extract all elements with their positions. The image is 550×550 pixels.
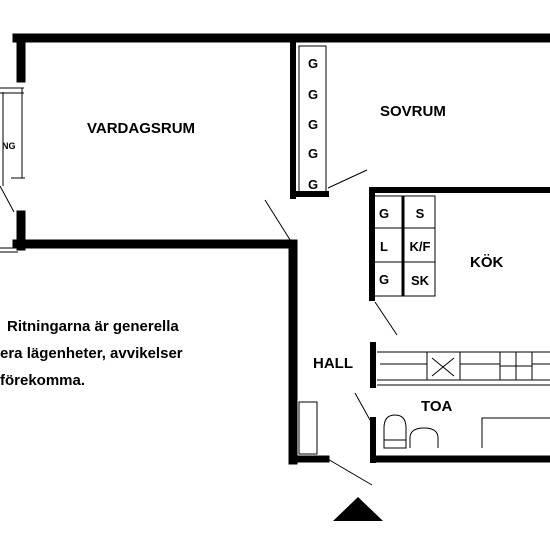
kitchen-unit-label: G: [378, 206, 390, 221]
balcony-door: [0, 87, 25, 253]
walls: [12, 33, 550, 465]
entrance-marker: [333, 497, 383, 521]
kitchen-unit-label: G: [378, 272, 390, 287]
wardrobe: [298, 45, 327, 195]
wardrobe-label: G: [307, 177, 319, 192]
kitchen-unit-label: L: [380, 239, 388, 254]
wardrobe-label: G: [307, 117, 319, 132]
disclaimer-line-2: era lägenheter, avvikelser: [0, 345, 183, 362]
hall-closet: [298, 401, 318, 455]
door-swings: [264, 169, 398, 486]
room-label-bedroom: SOVRUM: [380, 103, 446, 120]
toilet-fixtures: [383, 414, 550, 449]
wardrobe-label: G: [307, 146, 319, 161]
kitchen-counter: [377, 351, 550, 386]
room-label-hall: HALL: [313, 355, 353, 372]
wardrobe-label: G: [307, 56, 319, 71]
room-label-toilet: TOA: [421, 398, 453, 415]
room-label-living: VARDAGSRUM: [87, 120, 196, 137]
balcony-label-fragment: NG: [2, 141, 16, 151]
wardrobe-label: G: [307, 87, 319, 102]
kitchen-unit-label: S: [415, 206, 425, 221]
washbasin: [409, 427, 439, 448]
kitchen-unit-label: K/F: [409, 239, 431, 254]
kitchen-cabinets: [371, 195, 436, 297]
kitchen-unit-label: SK: [410, 273, 430, 288]
disclaimer-line-3: förekomma.: [0, 372, 86, 389]
room-label-kitchen: KÖK: [470, 254, 504, 271]
disclaimer-line-1: Ritningarna är generella: [7, 318, 179, 335]
wc-bowl: [383, 414, 407, 449]
